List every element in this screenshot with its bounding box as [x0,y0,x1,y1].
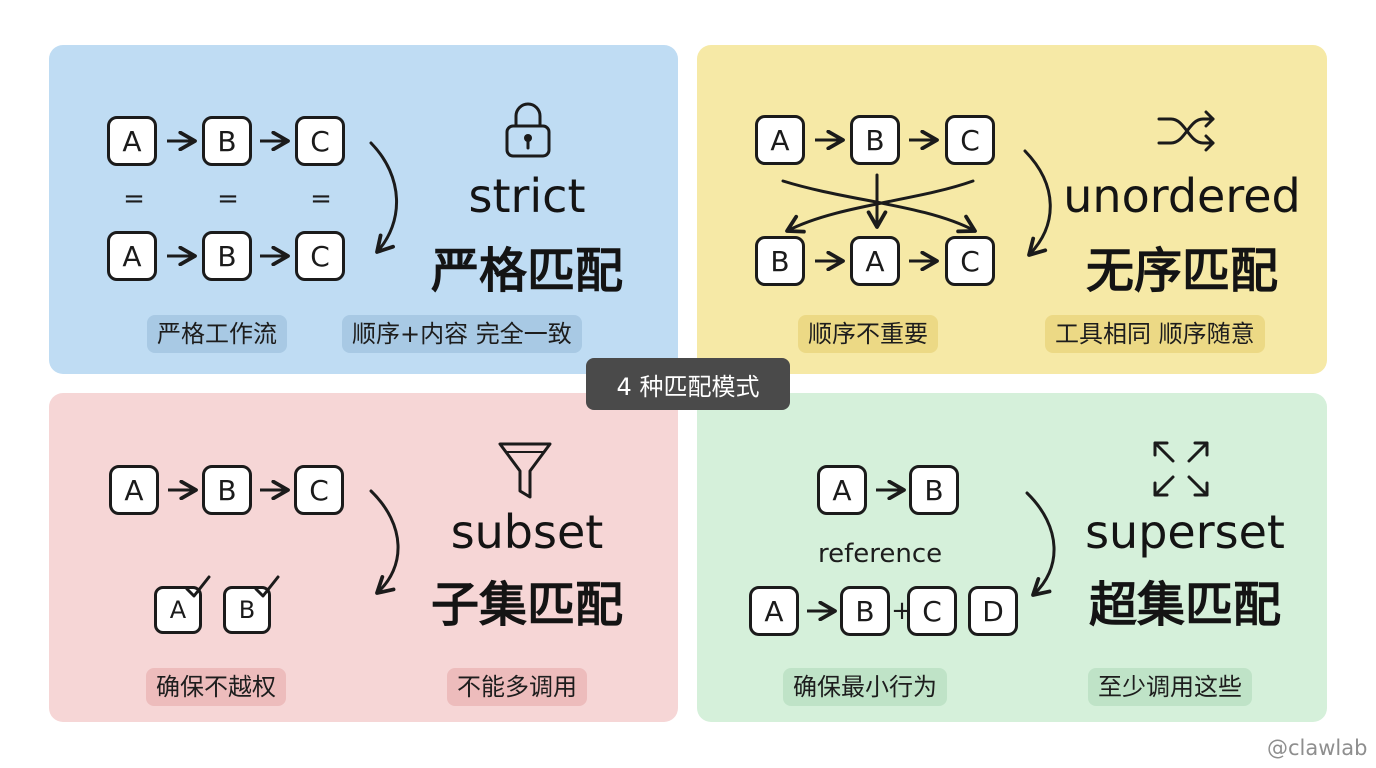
unordered-panel: A B C B A C unordered 无序匹配 顺序不重要 工具相同 顺序… [697,45,1327,374]
strict-title-en: strict [468,169,586,223]
watermark: @clawlab [1267,736,1368,760]
crossing-arrows-icon [781,173,977,234]
right-arrow-icon [167,246,197,266]
strict-chip-workflow: 严格工作流 [147,315,287,353]
subset-panel: A B C A B subset 子集匹配 确保不越权 不能多调用 [49,393,678,722]
superset-panel: A B reference A B + C D superset 超集匹配 确保… [697,393,1327,722]
superset-title-cn: 超集匹配 [1088,577,1281,633]
strict-row1-box-b: B [202,116,252,166]
subset-title-en: subset [450,505,604,559]
subset-title-cn: 子集匹配 [430,577,623,633]
strict-row1-box-a: A [107,116,157,166]
superset-chip-minimal: 确保最小行为 [783,668,947,706]
right-arrow-icon [815,130,845,150]
curved-arrow-icon [1025,491,1056,597]
superset-row2-box-c: C [907,586,957,636]
strict-panel: A B C = = = A B C strict 严格匹配 严格工作流 顺序+内… [49,45,678,374]
right-arrow-icon [260,246,290,266]
subset-row1-box-b: B [202,465,252,515]
right-arrow-icon [168,480,198,500]
strict-title-cn: 严格匹配 [430,243,623,299]
strict-row2-box-a: A [107,231,157,281]
checkmark-icon [185,575,211,598]
superset-row2-box-d: D [968,586,1018,636]
unordered-row2-box-b: B [755,236,805,286]
unordered-row2-box-a: A [850,236,900,286]
unordered-row1-box-c: C [945,115,995,165]
right-arrow-icon [815,251,845,271]
superset-row2-box-b: B [840,586,890,636]
right-arrow-icon [909,251,939,271]
superset-title-en: superset [1085,505,1285,559]
curved-arrow-icon [1023,149,1052,257]
superset-row1-box-b: B [909,465,959,515]
strict-row2-box-b: B [202,231,252,281]
right-arrow-icon [876,480,906,500]
subset-chip-no-extra: 不能多调用 [447,668,587,706]
unordered-row2-box-c: C [945,236,995,286]
reference-label: reference [818,539,943,569]
unordered-row1-box-a: A [755,115,805,165]
subset-row1-box-a: A [109,465,159,515]
checkmark-icon [254,575,280,598]
right-arrow-icon [807,601,837,621]
subset-chip-authority: 确保不越权 [146,668,286,706]
shuffle-icon [1157,110,1215,152]
right-arrow-icon [909,130,939,150]
right-arrow-icon [167,131,197,151]
unordered-row1-box-b: B [850,115,900,165]
strict-equals-a: = [123,184,145,214]
superset-row2-box-a: A [749,586,799,636]
curved-arrow-icon [369,489,400,595]
modes-badge: 4 种匹配模式 [586,358,790,410]
superset-chip-at-least: 至少调用这些 [1088,668,1252,706]
unordered-chip-order: 顺序不重要 [798,315,938,353]
curved-arrow-icon [369,141,398,254]
unordered-title-cn: 无序匹配 [1085,243,1278,299]
strict-row1-box-c: C [295,116,345,166]
funnel-icon [498,442,552,499]
strict-equals-b: = [217,184,239,214]
strict-row2-box-c: C [295,231,345,281]
superset-row1-box-a: A [817,465,867,515]
expand-icon [1153,441,1209,497]
subset-row2-box-a: A [154,586,202,634]
unordered-title-en: unordered [1063,169,1301,223]
right-arrow-icon [260,131,290,151]
lock-icon [505,102,551,158]
subset-row1-box-c: C [294,465,344,515]
strict-equals-c: = [310,184,332,214]
strict-chip-exact: 顺序+内容 完全一致 [342,315,582,353]
unordered-chip-tools: 工具相同 顺序随意 [1045,315,1265,353]
right-arrow-icon [260,480,290,500]
